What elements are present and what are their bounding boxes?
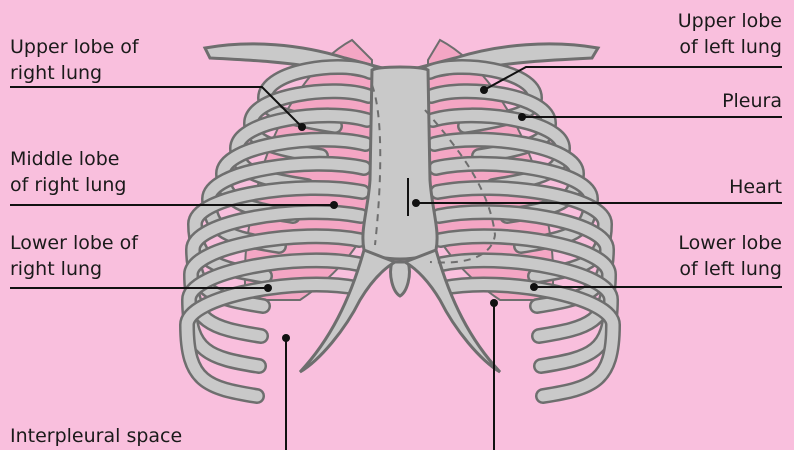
label-line: Upper lobe of: [10, 34, 139, 60]
dot-lower-right: [264, 284, 272, 292]
label-line: of left lung: [678, 34, 782, 60]
label-line: of right lung: [10, 172, 126, 198]
label-upper-lobe-left-lung: Upper lobe of left lung: [678, 8, 782, 60]
dot-upper-left: [480, 86, 488, 94]
label-pleura: Pleura: [722, 88, 782, 114]
label-line: Pleura: [722, 88, 782, 114]
dot-lower-left: [530, 283, 538, 291]
label-line: right lung: [10, 60, 139, 86]
label-line: Middle lobe: [10, 146, 126, 172]
label-interpleural-space: Interpleural space: [10, 423, 182, 449]
dot-upper-right: [298, 123, 306, 131]
label-line: Lower lobe: [678, 230, 782, 256]
dot-middle-right: [330, 201, 338, 209]
dot-pleura: [518, 113, 526, 121]
label-line: of left lung: [678, 256, 782, 282]
xiphoid-process: [391, 262, 410, 296]
label-line: Lower lobe of: [10, 230, 138, 256]
dot-heart: [412, 199, 420, 207]
label-lower-lobe-right-lung: Lower lobe of right lung: [10, 230, 138, 282]
label-line: right lung: [10, 256, 138, 282]
label-line: Upper lobe: [678, 8, 782, 34]
label-heart: Heart: [729, 174, 782, 200]
label-middle-lobe-right-lung: Middle lobe of right lung: [10, 146, 126, 198]
sternum: [363, 67, 437, 259]
label-lower-lobe-left-lung: Lower lobe of left lung: [678, 230, 782, 282]
label-line: Heart: [729, 174, 782, 200]
dot-lower-left-2: [490, 299, 498, 307]
label-upper-lobe-right-lung: Upper lobe of right lung: [10, 34, 139, 86]
dot-interpleural: [282, 334, 290, 342]
label-line: Interpleural space: [10, 423, 182, 449]
